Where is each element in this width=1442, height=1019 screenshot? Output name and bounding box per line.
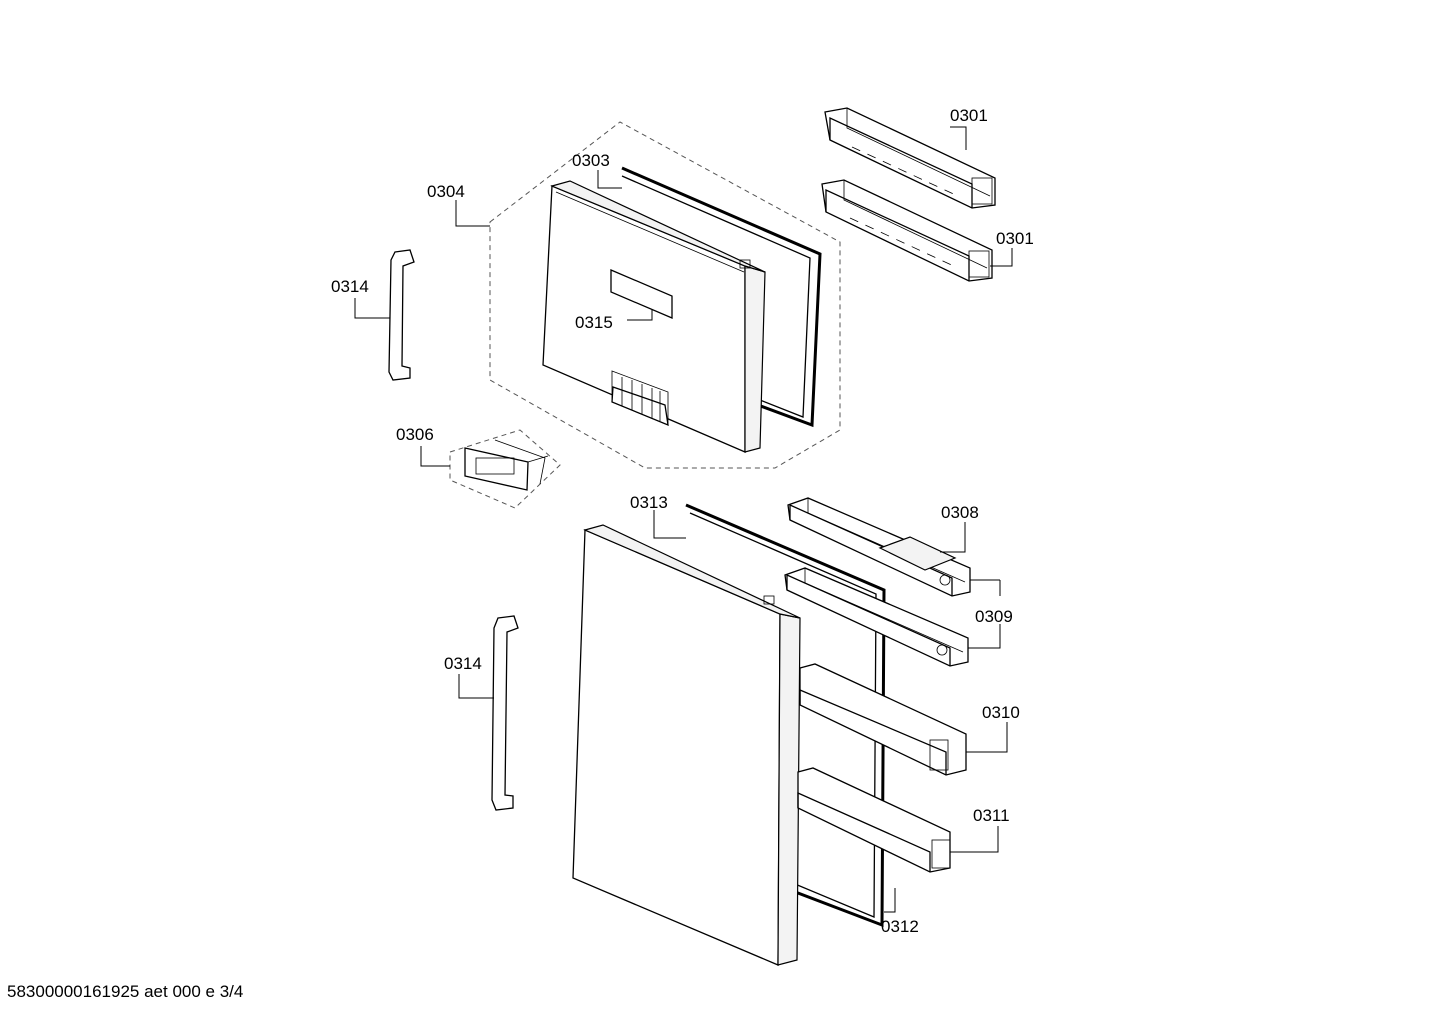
label-0309: 0309 — [975, 607, 1013, 626]
label-0301-second: 0301 — [996, 229, 1034, 248]
part-0306-display-module — [464, 439, 549, 491]
label-0312: 0312 — [881, 917, 919, 936]
drawing-reference-footer: 58300000161925 aet 000 e 3/4 — [7, 982, 244, 1001]
label-0303: 0303 — [572, 151, 610, 170]
label-0313: 0313 — [630, 493, 668, 512]
label-0301-top: 0301 — [950, 106, 988, 125]
part-0301-door-shelf-second — [821, 179, 993, 282]
part-0301-door-shelf-top — [824, 107, 996, 209]
part-0311-door-shelf — [797, 767, 951, 873]
label-0315: 0315 — [575, 313, 613, 332]
part-0315-decor-strip — [610, 269, 673, 319]
part-0303-upper-door-gasket — [621, 166, 822, 428]
label-0311: 0311 — [973, 806, 1010, 825]
part-0308-egg-shelf — [787, 497, 971, 597]
group-outline-0306 — [449, 429, 561, 509]
label-0308: 0308 — [941, 503, 979, 522]
part-0304-upper-door — [542, 180, 766, 453]
part-0312-lower-door-gasket — [685, 503, 886, 928]
part-0310-door-shelf — [799, 663, 967, 776]
part-0314-handle-upper — [388, 249, 415, 381]
label-0306: 0306 — [396, 425, 434, 444]
label-0304: 0304 — [427, 182, 465, 201]
leader-lines — [354, 126, 1013, 913]
door-handle-recess — [611, 370, 669, 427]
label-0310: 0310 — [982, 703, 1020, 722]
label-0314-lower: 0314 — [444, 654, 482, 673]
part-0309-door-shelf — [784, 567, 969, 667]
label-0314-upper: 0314 — [331, 277, 369, 296]
part-0314-handle-lower — [491, 615, 519, 811]
group-outline-0304 — [489, 121, 841, 469]
part-0313-lower-door — [572, 524, 801, 966]
